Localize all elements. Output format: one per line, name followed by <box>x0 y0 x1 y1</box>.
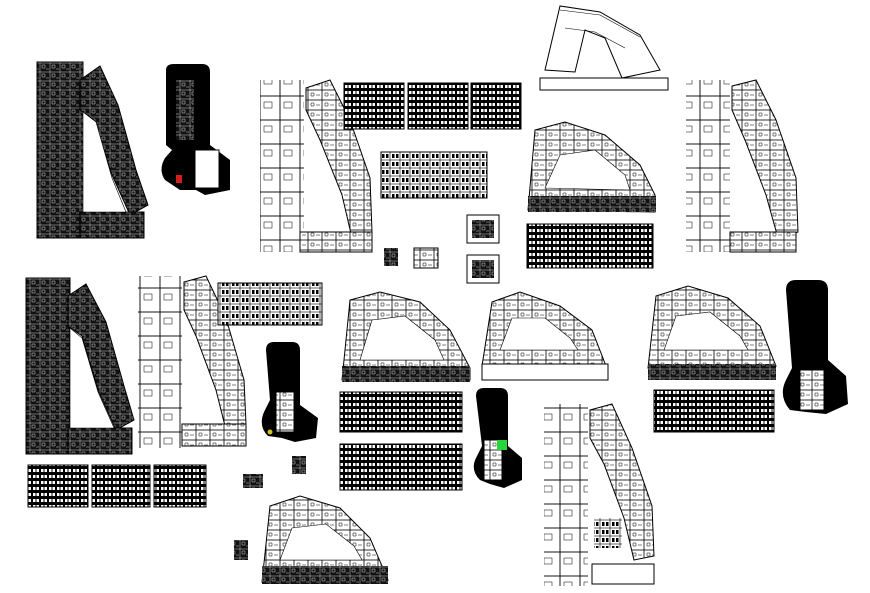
floor-plan-b <box>260 79 373 253</box>
elevation-bottom-center <box>339 391 463 491</box>
floor-plan-a <box>36 61 149 239</box>
floor-plan-e <box>138 275 247 448</box>
detail-boxes-bottom <box>234 456 306 560</box>
elevation-right-top <box>526 223 654 269</box>
elevation-far-right <box>653 389 775 433</box>
tower-footprint-b <box>261 342 318 442</box>
elevation-top <box>343 82 522 130</box>
tower-footprint-c <box>473 388 522 488</box>
highlight-marker <box>497 440 507 450</box>
elevation-bottom-left <box>27 464 207 508</box>
triangle-plan-bottom <box>261 495 389 584</box>
triangle-plan-far-right <box>647 285 777 380</box>
tower-footprint-d <box>782 280 848 414</box>
detail-boxes-top <box>384 214 500 284</box>
floor-plan-c <box>686 79 799 253</box>
section-table-mid <box>217 282 323 326</box>
triangle-plan-top <box>527 121 656 213</box>
floor-plan-f <box>544 403 655 586</box>
triangle-plan-mid <box>341 291 471 382</box>
curved-block-top <box>539 5 669 91</box>
section-table-top <box>380 151 488 199</box>
floor-plan-d <box>25 277 135 455</box>
triangle-plan-right <box>481 291 609 381</box>
tower-footprint-a <box>161 64 230 195</box>
